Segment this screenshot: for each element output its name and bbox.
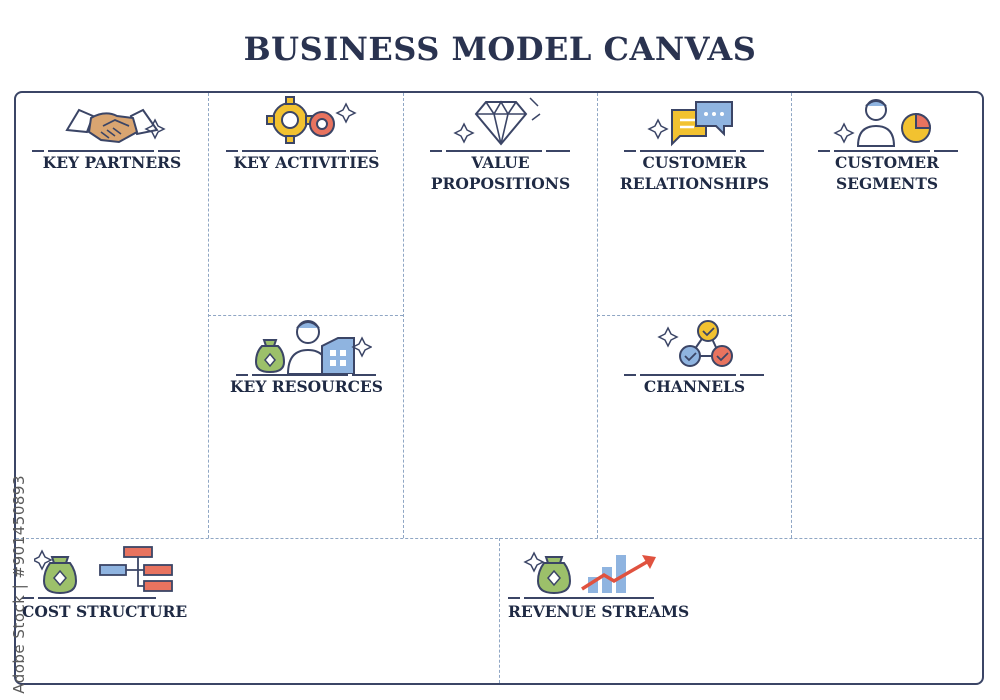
stock-watermark: Adobe Stock | #901450893 [10,475,28,694]
divider [236,374,248,376]
gears-icon [210,96,403,150]
network-nodes-icon [598,318,791,374]
divider [32,150,44,152]
value-propositions-section: VALUE PROPOSITIONS [404,96,597,194]
channels-section: CHANNELS [598,318,791,397]
key-activities-section: KEY ACTIVITIES [210,96,403,173]
section-label: KEY RESOURCES [230,377,383,396]
divider [242,150,346,152]
divider [597,315,791,316]
divider [834,150,930,152]
cost-structure-section: COST STRUCTURE [16,543,216,622]
divider [740,150,764,152]
handshake-icon [16,96,208,150]
section-label: VALUE PROPOSITIONS [430,153,571,193]
section-label: REVENUE STREAMS [508,602,690,621]
divider [22,597,34,599]
divider [499,538,500,683]
divider [934,150,958,152]
section-label: CHANNELS [643,377,746,396]
divider [740,374,764,376]
money-bag-flowchart-icon [34,543,216,597]
section-label: CUSTOMER RELATIONSHIPS [619,153,770,193]
customer-relationships-section: CUSTOMER RELATIONSHIPS [598,96,791,194]
divider [524,597,654,599]
divider [158,150,180,152]
divider [252,374,348,376]
divider [818,150,830,152]
divider [403,93,404,538]
section-label: KEY ACTIVITIES [233,153,380,172]
section-label: KEY PARTNERS [42,153,182,172]
person-pie-chart-icon [792,96,982,150]
divider [640,374,736,376]
revenue-streams-section: REVENUE STREAMS [504,543,704,622]
divider [352,374,376,376]
key-resources-section: KEY RESOURCES [210,318,403,397]
canvas-frame [14,91,984,685]
divider [48,150,154,152]
divider [430,150,442,152]
key-partners-section: KEY PARTNERS [16,96,208,173]
page-title: BUSINESS MODEL CANVAS [243,30,757,68]
divider [546,150,570,152]
money-bag-growth-icon [522,543,704,597]
divider [624,150,636,152]
chat-bubbles-icon [598,96,791,150]
divider [791,93,792,538]
divider [38,597,156,599]
divider [508,597,520,599]
resources-icon [210,318,403,374]
section-label: CUSTOMER SEGMENTS [835,153,939,193]
divider [208,315,403,316]
divider [640,150,736,152]
customer-segments-section: CUSTOMER SEGMENTS [792,96,982,194]
divider [350,150,376,152]
diamond-icon [404,96,597,150]
section-label: COST STRUCTURE [22,602,188,621]
divider [624,374,636,376]
divider [446,150,542,152]
divider [226,150,238,152]
divider [16,538,982,539]
